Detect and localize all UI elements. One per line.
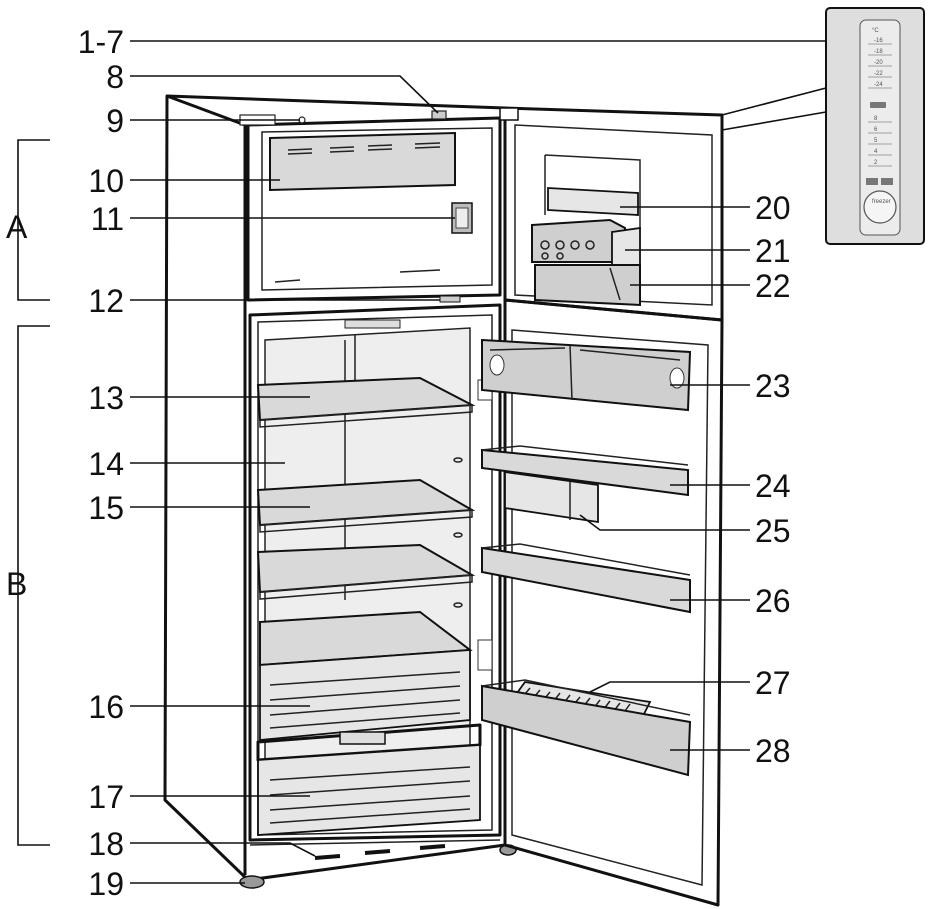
callout-8: 8	[106, 59, 124, 95]
fridge-scale-label: 6	[874, 127, 878, 133]
dial-label: freezer	[872, 199, 891, 205]
refrigerator-body	[163, 94, 724, 907]
callout-14: 14	[88, 446, 124, 482]
panel-unit: °C	[872, 28, 879, 34]
callout-9: 9	[106, 103, 124, 139]
control-panel-inset: °C -16 -18 -20 -22 -24 8 6 5 4 2 freezer	[721, 7, 925, 245]
super-indicator	[870, 102, 886, 108]
freezer-scale-label: -24	[874, 82, 883, 88]
fridge-scale-label: 4	[874, 149, 878, 155]
fridge-scale-label: 5	[874, 138, 878, 144]
alarm-button	[881, 178, 893, 185]
callout-24: 24	[755, 468, 791, 504]
callout-28: 28	[755, 733, 791, 769]
bracket-freezer	[17, 139, 50, 301]
section-label-fridge: B	[6, 566, 27, 602]
leader-27	[589, 681, 750, 693]
bracket-fridge	[17, 325, 50, 846]
freezer-scale-label: -16	[874, 38, 883, 44]
super-button	[866, 178, 878, 185]
temperature-dial	[863, 190, 897, 224]
callout-18: 18	[88, 826, 124, 862]
section-brackets: A B	[6, 139, 50, 846]
callout-labels: 1-7 8 9 10 11 12 13 14 15 16 17 18 19 20…	[78, 24, 791, 902]
callout-26: 26	[755, 583, 791, 619]
callout-17: 17	[88, 779, 124, 815]
callout-22: 22	[755, 268, 791, 304]
fridge-scale-label: 8	[874, 116, 878, 122]
callout-16: 16	[88, 689, 124, 725]
callout-19: 19	[88, 866, 124, 902]
leader-8	[130, 75, 439, 114]
callout-10: 10	[88, 163, 124, 199]
freezer-scale-label: -20	[874, 60, 883, 66]
freezer-scale-label: -18	[874, 49, 883, 55]
callout-12: 12	[88, 283, 124, 319]
freezer-scale-label: -22	[874, 71, 883, 77]
leader-18	[130, 842, 316, 857]
leader-25	[579, 514, 750, 531]
callout-25: 25	[755, 513, 791, 549]
callout-27: 27	[755, 665, 791, 701]
callout-20: 20	[755, 190, 791, 226]
inset-connector-bottom	[721, 111, 827, 131]
callout-15: 15	[88, 490, 124, 526]
callout-13: 13	[88, 380, 124, 416]
callout-11: 11	[91, 201, 124, 237]
fridge-scale-label: 2	[874, 160, 878, 166]
inset-connector-top	[721, 87, 827, 116]
callout-21: 21	[755, 233, 791, 269]
callout-1-7: 1-7	[78, 24, 124, 60]
leader-lines	[130, 40, 826, 884]
section-label-freezer: A	[6, 209, 28, 245]
callout-23: 23	[755, 368, 791, 404]
